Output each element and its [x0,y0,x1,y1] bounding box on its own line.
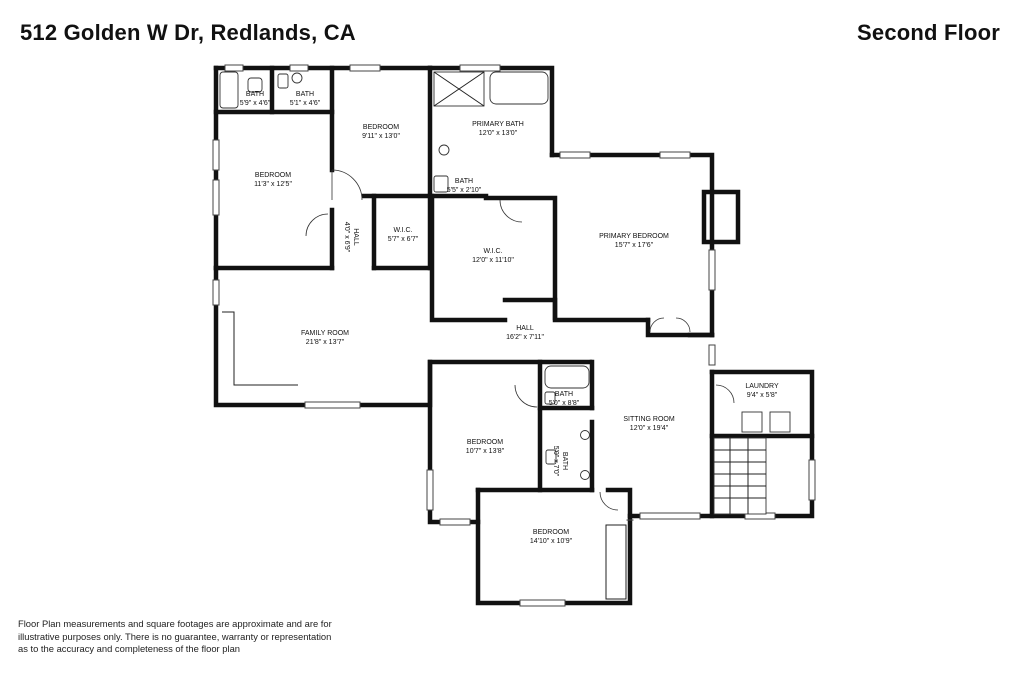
windows [212,64,816,607]
room-label-primary-bath: PRIMARY BATH 12'0" x 13'0" [472,121,524,137]
fireplace [701,189,741,245]
room-label-bath-d: BATH 5'0" x 8'8" [548,391,580,407]
floor-title: Second Floor [857,20,1000,45]
room-label-hall-2: HALL 16'2" x 7'11" [506,325,544,341]
wall-wic2-left [429,193,508,323]
room-label-primary-bedroom: PRIMARY BEDROOM 15'7" x 17'6" [599,233,669,249]
wall-wic2-bottom-nub [502,297,651,323]
room-label-bedroom-1: BEDROOM 11'3" x 12'5" [254,172,292,188]
fixtures [219,71,791,600]
room-label-wic-1: W.I.C. 5'7" x 6'7" [387,227,419,243]
doors [305,169,735,511]
room-label-bath-e: BATH 5'0" x 7'0" [552,445,568,477]
room-label-bedroom-3: BEDROOM 10'7" x 13'8" [465,439,505,455]
room-label-bath-c: BATH 5'5" x 2'10" [446,178,482,194]
room-label-laundry: LAUNDRY 9'4" x 5'8" [745,383,779,399]
room-label-family-room: FAMILY ROOM 21'8" x 13'7" [301,330,349,346]
room-label-bedroom-4: BEDROOM 14'10" x 10'9" [529,529,573,545]
wall-bedroom4-top-right [475,487,633,606]
room-label-hall-1: HALL 4'0" x 6'9" [343,221,359,253]
disclaimer: Floor Plan measurements and square foota… [18,618,332,655]
room-label-sitting-room: SITTING ROOM 12'0" x 19'4" [623,416,675,432]
room-label-bath-a: BATH 5'9" x 4'6" [239,91,271,107]
wall-sitting-right [627,369,715,519]
address-title: 512 Golden W Dr, Redlands, CA [20,20,356,45]
room-label-wic-2: W.I.C. 12'0" x 11'10" [472,248,514,264]
wall-sitting-top [645,317,715,338]
wall-wic2-top [483,195,558,321]
room-label-bath-b: BATH 5'1" x 4'6" [289,91,321,107]
room-label-bedroom-2: BEDROOM 9'11" x 13'0" [362,124,400,140]
